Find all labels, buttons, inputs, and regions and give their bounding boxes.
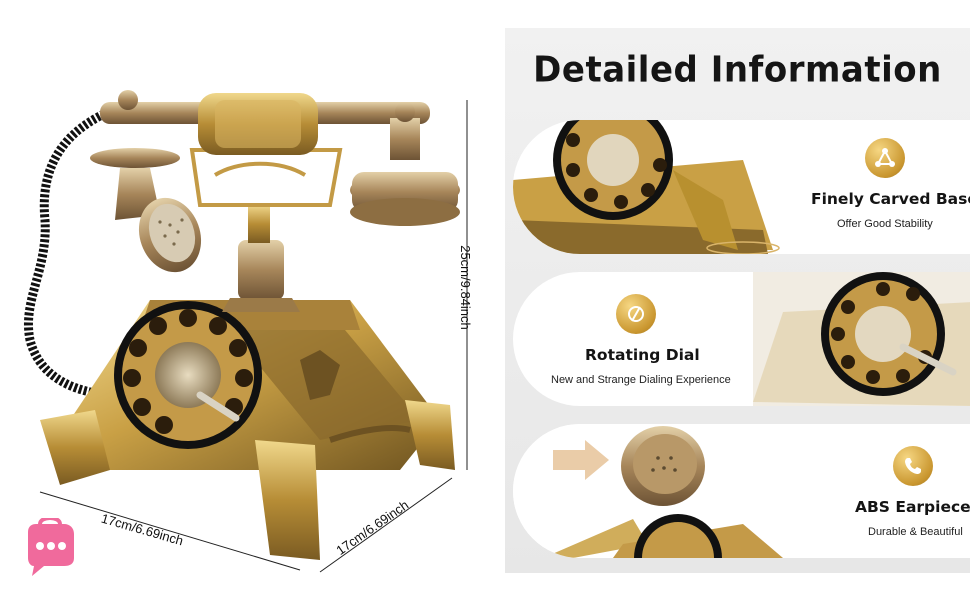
- triangle-nodes-icon: [865, 138, 905, 178]
- feature-card-earpiece: ABS Earpieces Durable & Beautiful: [513, 424, 970, 558]
- panel-title: Detailed Information: [533, 49, 942, 91]
- feature-title: Rotating Dial: [585, 346, 700, 364]
- vintage-telephone-image: [24, 90, 468, 573]
- product-view: 25cm/9.84inch 17cm/6.69inch 17cm/6.69inc…: [18, 90, 473, 578]
- chat-bubble-icon[interactable]: [18, 518, 82, 578]
- dial-slash-icon: [616, 294, 656, 334]
- feature-title: ABS Earpieces: [855, 498, 970, 516]
- rotating-dial-closeup-image: [753, 272, 970, 406]
- feature-card-base: Finely Carved Base Offer Good Stability: [513, 120, 970, 254]
- feature-card-dial: Rotating Dial New and Strange Dialing Ex…: [513, 272, 970, 406]
- detail-panel: Detailed Information Finely Carved Base …: [505, 28, 970, 573]
- feature-subtitle: Offer Good Stability: [837, 218, 933, 230]
- feature-subtitle: New and Strange Dialing Experience: [551, 374, 731, 386]
- feature-title: Finely Carved Base: [811, 190, 970, 208]
- feature-subtitle: Durable & Beautiful: [868, 526, 963, 538]
- height-dimension: 25cm/9.84inch: [457, 245, 473, 330]
- carved-base-closeup-image: [513, 120, 783, 254]
- earpiece-closeup-image: [513, 424, 783, 558]
- phone-handset-icon: [893, 446, 933, 486]
